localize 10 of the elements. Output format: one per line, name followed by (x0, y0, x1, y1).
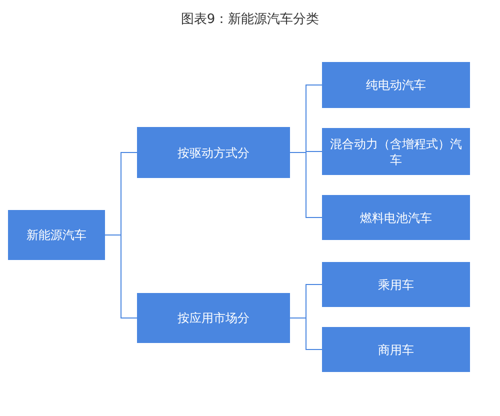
category-box: 燃料电池汽车 (322, 195, 470, 240)
category-box: 商用车 (322, 327, 470, 372)
connector-line (290, 318, 322, 350)
diagram-title: 图表9：新能源汽车分类 (180, 11, 320, 29)
category-box: 纯电动汽车 (322, 62, 470, 108)
category-box: 混合动力（含增程式）汽车 (322, 128, 470, 175)
category-box: 乘用车 (322, 262, 470, 307)
category-box: 按驱动方式分 (137, 127, 290, 178)
category-box: 新能源汽车 (8, 210, 105, 260)
category-box: 按应用市场分 (137, 293, 290, 343)
